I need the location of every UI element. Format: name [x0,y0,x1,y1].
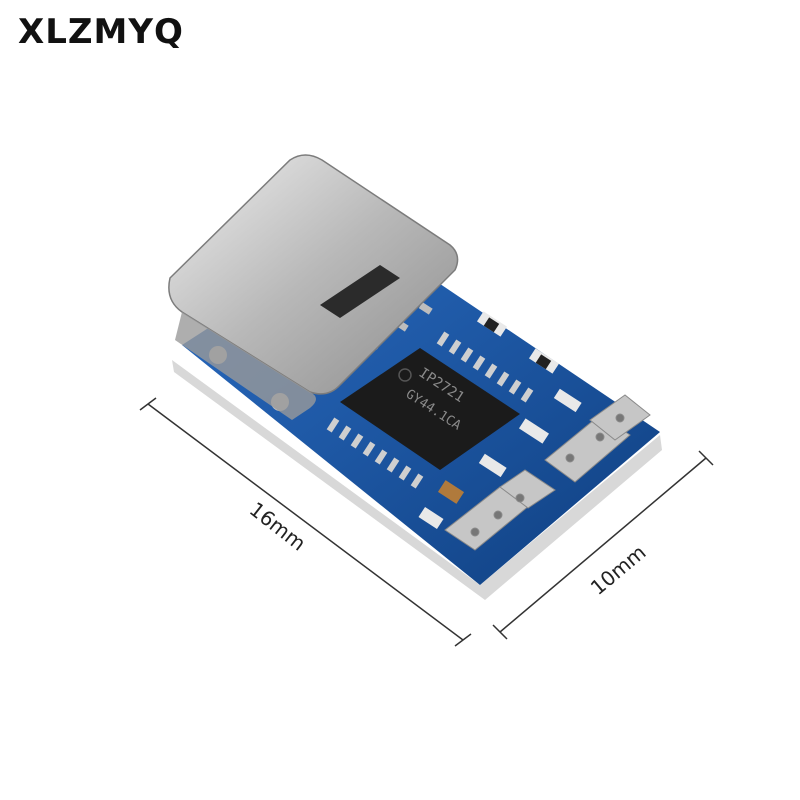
pin1-marker-icon [398,368,412,382]
chip-body [340,348,520,470]
smd-components [418,311,582,530]
solder-pads [444,394,651,551]
width-label: 10mm [586,540,651,600]
dimension-width [492,450,714,640]
dimension-length [139,397,472,647]
usb-c-connector [168,154,459,420]
length-label: 16mm [245,497,311,556]
capacitor [437,480,465,504]
connector-tab [320,265,400,318]
brand-logo: XLZMYQ [18,12,184,52]
pcb-edge [172,360,662,600]
